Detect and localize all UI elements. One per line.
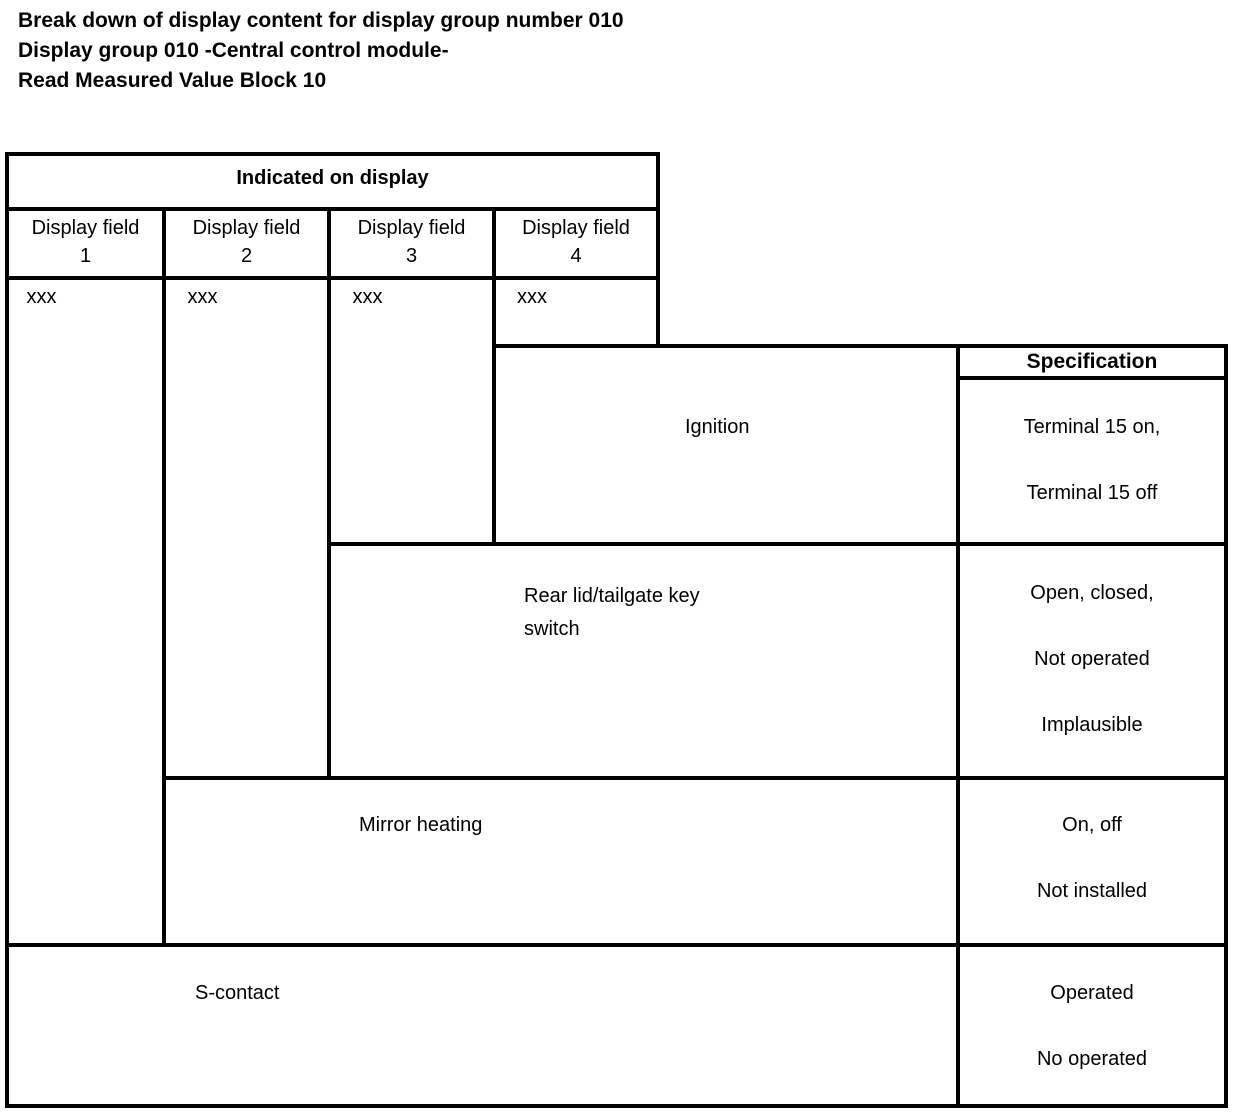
display-field-header-1: Display field 1 xyxy=(9,211,162,276)
rule-under-mirror xyxy=(5,943,1228,947)
rule-col2-col3 xyxy=(327,207,331,780)
display-field-header-3: Display field 3 xyxy=(331,211,492,276)
row-spec-line-ignition-2: Terminal 15 off xyxy=(1026,482,1158,504)
row-spec-line-rear-lid-3: Implausible xyxy=(1041,714,1143,736)
row-label-text-s-contact: S-contact xyxy=(195,982,280,1004)
display-field-value-1: xxx xyxy=(9,280,162,320)
indicated-on-display-label: Indicated on display xyxy=(236,167,429,189)
display-field-value-3: xxx xyxy=(331,280,492,320)
rule-under-ignition xyxy=(327,542,1228,546)
rule-table-bottom xyxy=(5,1104,1228,1108)
display-field-number-4: 4 xyxy=(570,245,582,267)
rule-step-field4-left xyxy=(492,344,662,348)
row-spec-line-ignition-1: Terminal 15 on, xyxy=(1023,416,1161,438)
specification-header: Specification xyxy=(960,348,1224,376)
rule-under-rear-lid xyxy=(162,776,1228,780)
display-field-label-1: Display field xyxy=(31,217,140,239)
row-label-s-contact: S-contact xyxy=(9,947,956,1104)
row-spec-ignition: Terminal 15 on, Terminal 15 off xyxy=(960,380,1224,542)
row-label-mirror-heating: Mirror heating xyxy=(166,780,956,943)
rule-table-top xyxy=(5,152,660,156)
rule-col3-col4 xyxy=(492,207,496,546)
display-field-label-2: Display field xyxy=(192,217,301,239)
rule-col1-col2 xyxy=(162,207,166,947)
rule-spec-left xyxy=(956,344,960,1108)
display-field-number-3: 3 xyxy=(405,245,418,267)
display-field-value-text-1: xxx xyxy=(26,286,57,308)
display-field-value-2: xxx xyxy=(166,280,327,320)
row-spec-s-contact: Operated No operated xyxy=(960,947,1224,1104)
rule-display-right xyxy=(656,152,660,348)
display-field-value-4: xxx xyxy=(496,280,656,320)
heading-line-1: Break down of display content for displa… xyxy=(18,9,624,32)
row-label-rear-lid-tailgate-key-switch: Rear lid/tailgate key switch xyxy=(331,546,956,776)
rule-right-edge xyxy=(1224,344,1228,1108)
display-field-number-1: 1 xyxy=(79,245,92,267)
display-field-value-text-4: xxx xyxy=(517,286,547,308)
heading-line-3: Read Measured Value Block 10 xyxy=(18,69,327,92)
row-spec-line-s-contact-2: No operated xyxy=(1036,1048,1148,1070)
heading-line-2: Display group 010 -Central control modul… xyxy=(18,39,449,62)
row-spec-mirror-heating: On, off Not installed xyxy=(960,780,1224,943)
display-field-number-2: 2 xyxy=(240,245,253,267)
specification-header-label: Specification xyxy=(1026,350,1158,373)
row-spec-line-mirror-1: On, off xyxy=(1062,814,1122,836)
row-label-text-mirror-heating: Mirror heating xyxy=(359,814,483,836)
row-spec-line-rear-lid-2: Not operated xyxy=(1034,648,1150,670)
row-label-text-rear-lid-tailgate-key-switch: Rear lid/tailgate key switch xyxy=(524,585,700,640)
display-field-header-2: Display field 2 xyxy=(166,211,327,276)
rule-under-spec-head xyxy=(956,376,1228,380)
display-field-label-3: Display field xyxy=(357,217,466,239)
display-field-value-text-2: xxx xyxy=(187,286,218,308)
row-spec-line-s-contact-1: Operated xyxy=(1050,982,1134,1004)
heading-block: Break down of display content for displa… xyxy=(18,6,1228,96)
rule-under-field-head xyxy=(5,276,660,280)
row-spec-rear-lid-tailgate-key-switch: Open, closed, Not operated Implausible xyxy=(960,546,1224,776)
rule-step-field4 xyxy=(658,344,1228,348)
row-label-ignition: Ignition xyxy=(496,348,956,542)
rule-under-banner xyxy=(5,207,660,211)
display-field-header-4: Display field 4 xyxy=(496,211,656,276)
row-spec-line-rear-lid-1: Open, closed, xyxy=(1030,582,1154,604)
display-field-value-text-3: xxx xyxy=(352,286,383,308)
indicated-on-display-header: Indicated on display xyxy=(9,156,656,207)
display-field-label-4: Display field xyxy=(522,217,630,239)
rule-left-edge xyxy=(5,152,9,1108)
row-label-text-ignition: Ignition xyxy=(685,416,750,438)
row-spec-line-mirror-2: Not installed xyxy=(1036,880,1148,902)
